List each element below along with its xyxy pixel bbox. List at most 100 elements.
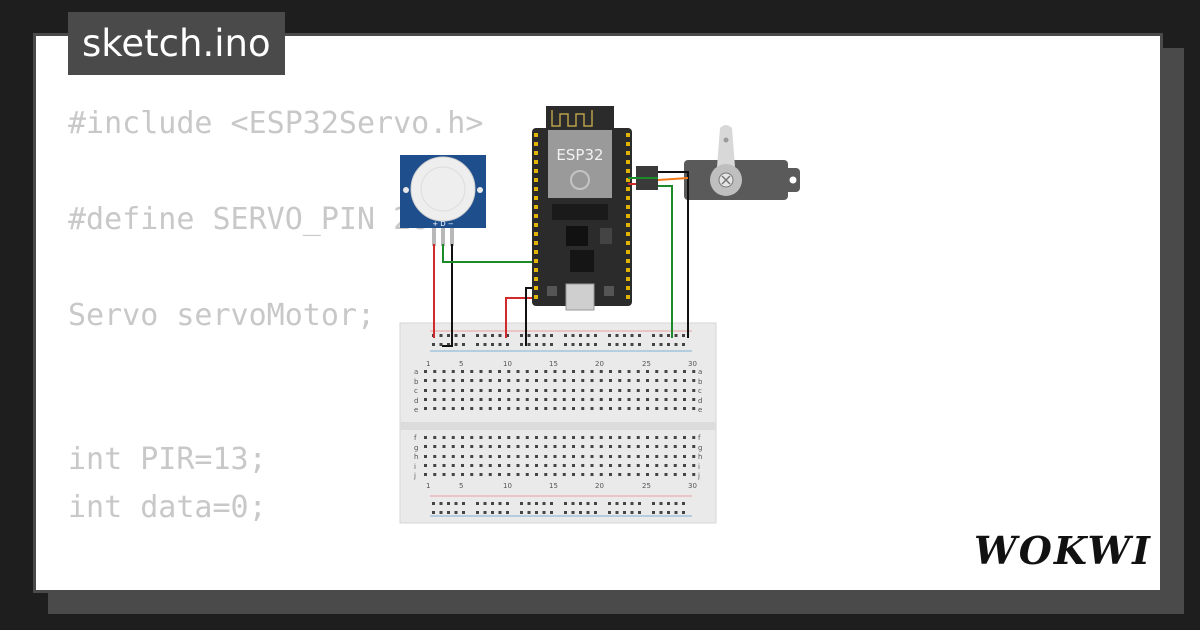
power-rail-hole	[615, 502, 619, 505]
breadboard-hole	[544, 455, 548, 458]
breadboard-hole	[618, 436, 622, 439]
breadboard-hole	[544, 389, 548, 392]
breadboard-hole	[479, 407, 483, 410]
board-pin	[534, 160, 538, 164]
breadboard-hole	[544, 407, 548, 410]
breadboard-hole	[442, 407, 446, 410]
breadboard-hole	[664, 389, 668, 392]
breadboard-hole	[516, 398, 520, 401]
power-rail-hole	[586, 334, 590, 337]
bb-col-label: 1	[426, 360, 430, 368]
power-rail-hole	[527, 334, 531, 337]
power-rail-hole	[682, 343, 685, 346]
power-rail-hole	[447, 511, 450, 514]
power-rail-hole	[608, 334, 611, 337]
bb-row-label: d	[698, 397, 702, 405]
esp32-board[interactable]: ESP32	[532, 106, 632, 311]
breadboard-hole	[516, 407, 520, 410]
power-rail-hole	[432, 511, 435, 514]
breadboard-hole	[479, 398, 483, 401]
breadboard-hole	[498, 407, 501, 410]
breadboard-hole	[442, 464, 446, 467]
breadboard-hole	[590, 464, 594, 467]
bb-col-label: 20	[595, 482, 604, 490]
breadboard-hole	[507, 389, 511, 392]
pir-pin-labels: + D −	[432, 220, 454, 228]
breadboard-hole	[683, 407, 686, 410]
breadboard-hole	[590, 445, 594, 448]
breadboard-hole	[498, 436, 501, 439]
power-rail-hole	[439, 511, 443, 514]
breadboard-hole	[424, 445, 427, 448]
breadboard-hole	[646, 379, 649, 382]
power-rail-hole	[535, 511, 538, 514]
power-rail-hole	[432, 343, 435, 346]
breadboard-hole	[424, 370, 427, 373]
power-rail-hole	[498, 502, 502, 505]
power-rail-hole	[682, 502, 685, 505]
power-rail-hole	[520, 502, 523, 505]
breadboard-hole	[590, 473, 594, 476]
breadboard-hole	[673, 379, 677, 382]
servo-motor[interactable]	[636, 125, 800, 200]
power-rail-hole	[439, 343, 443, 346]
bb-row-label: e	[414, 406, 418, 414]
breadboard-hole	[636, 398, 640, 401]
breadboard-hole	[470, 455, 474, 458]
pir-sensor[interactable]: + D −	[400, 155, 486, 246]
power-rail-hole	[535, 343, 538, 346]
breadboard-hole	[609, 436, 612, 439]
breadboard-hole	[525, 389, 529, 392]
breadboard-hole	[618, 389, 622, 392]
file-name-tab[interactable]: sketch.ino	[68, 12, 285, 75]
breadboard-hole	[433, 379, 437, 382]
bb-col-label: 15	[549, 360, 558, 368]
board-pin	[626, 259, 630, 263]
bb-col-label: 10	[503, 360, 512, 368]
breadboard-hole	[664, 473, 668, 476]
breadboard-hole	[470, 370, 474, 373]
breadboard-hole	[636, 389, 640, 392]
breadboard-hole	[433, 464, 437, 467]
power-rail-hole	[659, 334, 663, 337]
bb-row-label: h	[698, 453, 702, 461]
breadboard-hole	[553, 379, 557, 382]
breadboard-hole	[572, 379, 575, 382]
breadboard-hole	[433, 370, 437, 373]
power-rail-hole	[542, 511, 546, 514]
breadboard-hole	[424, 436, 427, 439]
breadboard-hole	[599, 379, 603, 382]
power-rail-hole	[491, 343, 494, 346]
power-rail-hole	[586, 502, 590, 505]
board-pin	[626, 277, 630, 281]
breadboard-hole	[516, 389, 520, 392]
breadboard-hole	[609, 389, 612, 392]
board-pin	[626, 250, 630, 254]
breadboard-hole	[664, 436, 668, 439]
power-rail-hole	[491, 511, 494, 514]
breadboard-hole	[683, 445, 686, 448]
breadboard-hole	[507, 445, 511, 448]
power-rail-hole	[550, 511, 553, 514]
breadboard-hole	[479, 370, 483, 373]
power-rail-hole	[483, 343, 487, 346]
breadboard-hole	[479, 389, 483, 392]
board-pin	[626, 142, 630, 146]
breadboard-hole	[572, 455, 575, 458]
breadboard-hole	[535, 445, 538, 448]
bb-col-label: 15	[549, 482, 558, 490]
power-rail-hole	[535, 334, 538, 337]
breadboard-hole	[525, 436, 529, 439]
board-pin	[626, 196, 630, 200]
power-rail-hole	[520, 343, 523, 346]
breadboard-hole	[636, 370, 640, 373]
breadboard-hole	[461, 464, 464, 467]
breadboard-hole	[627, 407, 631, 410]
breadboard-hole	[618, 379, 622, 382]
breadboard-hole	[664, 370, 668, 373]
breadboard-hole	[655, 398, 659, 401]
board-pin	[534, 241, 538, 245]
breadboard-hole	[451, 379, 455, 382]
bb-col-label: 25	[642, 360, 651, 368]
breadboard-hole	[609, 445, 612, 448]
